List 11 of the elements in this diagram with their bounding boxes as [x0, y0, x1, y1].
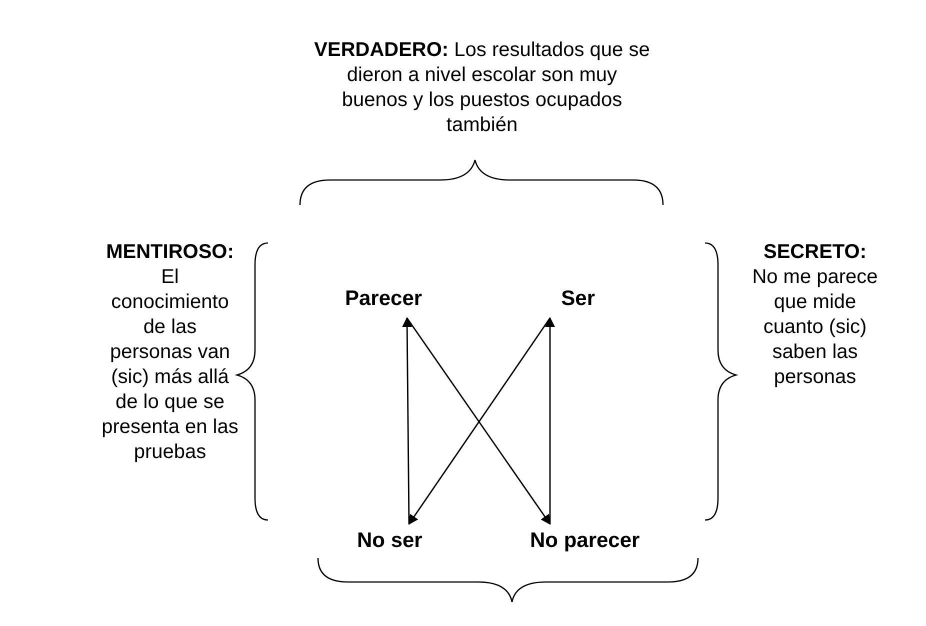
node-label: Parecer [345, 286, 451, 312]
node-label: No ser [357, 528, 449, 554]
arrow [545, 317, 555, 524]
arrow [402, 317, 412, 524]
node-label: Ser [535, 286, 595, 312]
heading: MENTIROSO: [105, 240, 235, 265]
description-text: VERDADERO: Los resultados que se dieron a nivel escolar son muy buenos y los puestos ocupados también [313, 38, 651, 138]
description-text: No me parece que mide cuanto (sic) saben las personas [751, 265, 879, 390]
description-text: El conocimiento de las personas van (sic) más allá de lo que se presenta en las pruebas [100, 265, 240, 465]
heading: SECRETO: [762, 240, 868, 265]
node-label: No parecer [530, 528, 682, 554]
